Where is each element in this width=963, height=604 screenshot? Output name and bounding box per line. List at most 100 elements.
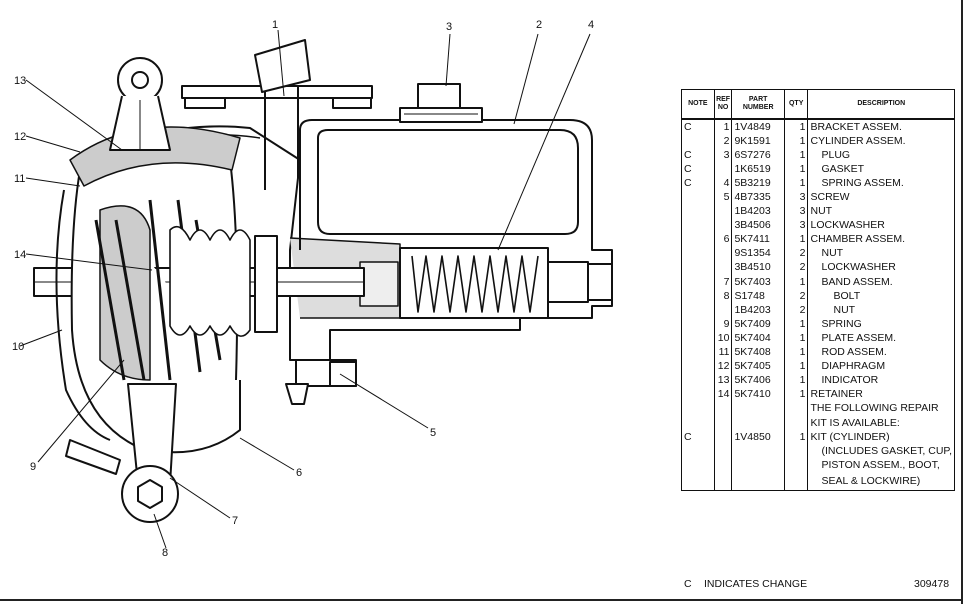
cell-qty: 1: [783, 345, 809, 360]
cell-ref-no: 6: [713, 232, 733, 247]
cell-description: (INCLUDES GASKET, CUP,: [807, 444, 955, 459]
cell-qty: 1: [783, 317, 809, 332]
cell-part-number: 5K7409: [731, 317, 785, 332]
cell-ref-no: 10: [713, 331, 733, 346]
callout-5: 5: [430, 427, 436, 439]
cell-note: [681, 387, 715, 402]
bottom-border-rule: [0, 599, 963, 601]
callout-6: 6: [296, 467, 302, 479]
cell-ref-no: 8: [713, 289, 733, 304]
cell-note: [681, 190, 715, 205]
callout-2: 2: [536, 19, 542, 31]
cell-qty: [783, 401, 809, 416]
cell-qty: 1: [783, 430, 809, 445]
cell-note: C: [681, 430, 715, 445]
cell-note: [681, 458, 715, 473]
cell-description: KIT (CYLINDER): [807, 430, 955, 445]
leader-lines: [19, 29, 591, 549]
cell-part-number: 5K7404: [731, 331, 785, 346]
cell-qty: 1: [783, 176, 809, 191]
cell-part-number: S1748: [731, 289, 785, 304]
cell-part-number: 3B4510: [731, 260, 785, 276]
bracket-assembly: [181, 39, 373, 190]
cell-part-number: [731, 458, 785, 473]
cell-qty: 1: [783, 387, 809, 402]
header-note: NOTE: [681, 89, 715, 120]
drawing-number: 309478: [914, 578, 950, 590]
cell-qty: [783, 472, 809, 491]
cell-description: SPRING: [807, 317, 955, 332]
boot: [169, 225, 251, 337]
cell-qty: 3: [783, 204, 809, 219]
cell-note: [681, 134, 715, 149]
cell-ref-no: 2: [713, 134, 733, 149]
cell-part-number: 5K7408: [731, 345, 785, 360]
cell-description: RETAINER: [807, 387, 955, 402]
cell-note: [681, 246, 715, 261]
cell-note: [681, 373, 715, 388]
header-description: DESCRIPTION: [807, 89, 955, 120]
cell-description: LOCKWASHER: [807, 218, 955, 233]
cell-ref-no: 3: [713, 148, 733, 163]
cell-ref-no: 7: [713, 275, 733, 290]
cell-qty: 3: [783, 190, 809, 205]
callout-13: 13: [14, 75, 26, 87]
cell-description: BRACKET ASSEM.: [807, 119, 955, 135]
cell-qty: [783, 415, 809, 431]
cell-qty: 2: [783, 289, 809, 304]
cell-ref-no: [713, 458, 733, 473]
cell-note: [681, 317, 715, 332]
callout-9: 9: [30, 461, 36, 473]
cell-ref-no: [713, 218, 733, 233]
cell-description: BOLT: [807, 289, 955, 304]
cell-note: C: [681, 162, 715, 177]
table-header-row: NOTE REF NO PART NUMBER QTY DESCRIPTION: [681, 89, 955, 120]
cell-description: KIT IS AVAILABLE:: [807, 415, 955, 431]
table-row: SEAL & LOCKWIRE): [681, 472, 955, 491]
callout-12: 12: [14, 131, 26, 143]
parts-list-table: NOTE REF NO PART NUMBER QTY DESCRIPTION …: [681, 89, 955, 492]
cell-note: [681, 472, 715, 491]
callout-1: 1: [272, 19, 278, 31]
cell-qty: 1: [783, 275, 809, 290]
callout-4: 4: [588, 19, 594, 31]
cylinder-body: [289, 119, 613, 361]
cell-note: C: [681, 119, 715, 135]
cell-qty: [783, 444, 809, 459]
cell-ref-no: 13: [713, 373, 733, 388]
table-row: THE FOLLOWING REPAIR: [681, 401, 955, 416]
cell-ref-no: [713, 204, 733, 219]
cell-part-number: 6S7276: [731, 148, 785, 163]
cell-qty: 3: [783, 218, 809, 233]
table-row: PISTON ASSEM., BOOT,: [681, 458, 955, 473]
cell-description: PISTON ASSEM., BOOT,: [807, 458, 955, 473]
cell-qty: 1: [783, 373, 809, 388]
cell-note: [681, 303, 715, 318]
cell-part-number: 4B7335: [731, 190, 785, 205]
cell-description: CHAMBER ASSEM.: [807, 232, 955, 247]
cell-qty: 1: [783, 119, 809, 135]
cell-qty: 2: [783, 260, 809, 276]
cell-ref-no: [713, 472, 733, 491]
cell-description: NUT: [807, 246, 955, 261]
cell-note: [681, 204, 715, 219]
cell-note: [681, 232, 715, 247]
cell-description: NUT: [807, 204, 955, 219]
cell-ref-no: 14: [713, 387, 733, 402]
cell-part-number: 5K7405: [731, 359, 785, 374]
table-row: (INCLUDES GASKET, CUP,: [681, 444, 955, 459]
cell-ref-no: [713, 444, 733, 459]
cell-note: [681, 289, 715, 304]
cell-description: NUT: [807, 303, 955, 318]
cell-part-number: 5B3219: [731, 176, 785, 191]
cell-part-number: 5K7411: [731, 232, 785, 247]
